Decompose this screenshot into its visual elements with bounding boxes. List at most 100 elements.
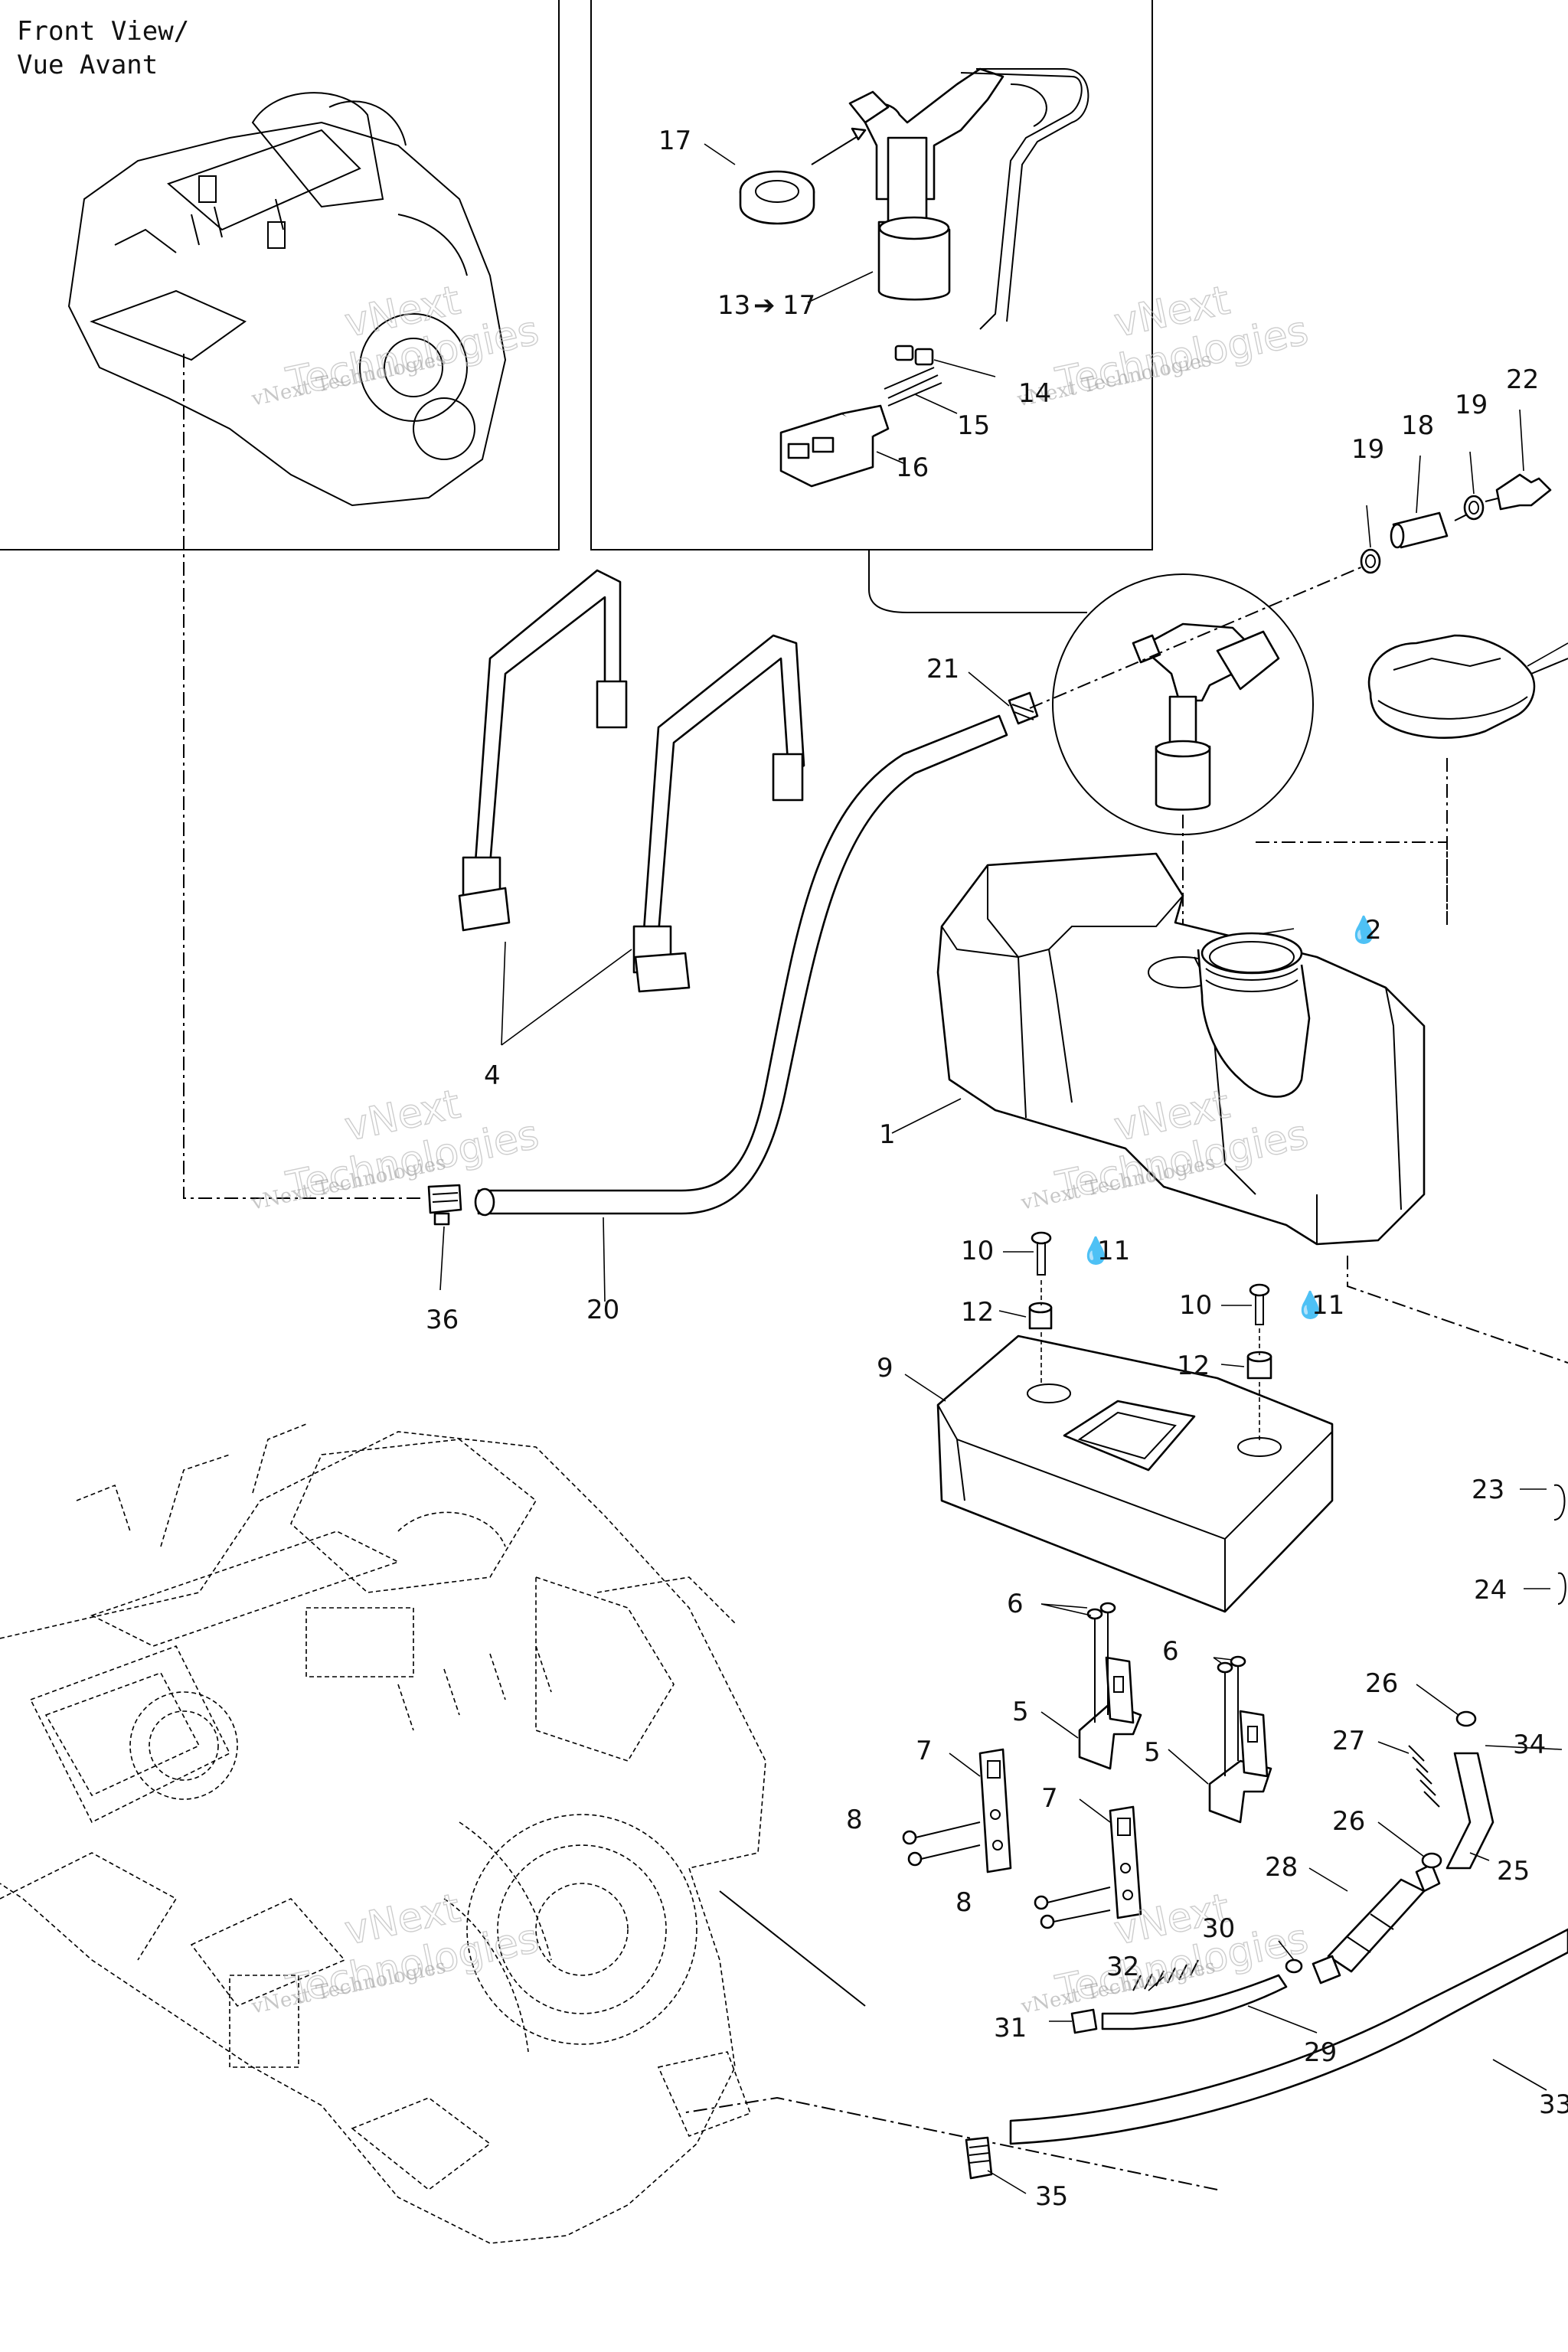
callout-17-top: 17 — [658, 126, 691, 156]
clamp-26-bottom — [1421, 1852, 1442, 1869]
watermark-1: vNext Technologies vNext Technologies — [249, 277, 543, 411]
bracket-5-right — [1208, 1710, 1272, 1824]
callout-30: 30 — [1202, 1913, 1235, 1944]
callout-18: 18 — [1401, 410, 1434, 441]
plate-7-left — [978, 1748, 1012, 1873]
callout-19-left: 19 — [1351, 434, 1384, 465]
callout-2: 2 — [1365, 915, 1382, 946]
tank-strap-right — [632, 634, 805, 993]
bolts-8-right — [1034, 1886, 1111, 1929]
callout-14: 14 — [1018, 378, 1051, 409]
callout-6-right: 6 — [1162, 1636, 1179, 1667]
callout-12-left: 12 — [961, 1297, 994, 1328]
bolts-6-right — [1217, 1655, 1246, 1776]
fuel-filter-28 — [1312, 1863, 1441, 1984]
callout-4: 4 — [484, 1060, 501, 1091]
fuel-vent-hose — [474, 714, 1008, 1217]
bolts-6-left — [1086, 1602, 1116, 1723]
clamp-36 — [427, 1184, 462, 1226]
harness-connector — [779, 404, 890, 488]
callout-8-right: 8 — [956, 1887, 972, 1918]
callout-25: 25 — [1497, 1856, 1530, 1886]
terminal-set — [884, 345, 942, 407]
watermark-5: vNext Technologies vNext Technologies — [249, 1885, 543, 2019]
bracket-5-left — [1078, 1656, 1142, 1770]
callout-16: 16 — [896, 452, 929, 483]
callout-11-right: 11 — [1312, 1290, 1344, 1321]
callout-10-left: 10 — [961, 1236, 994, 1266]
callout-labels: 17 13 ➔ 17 14 15 16 19 18 19 22 21 1 💧 2… — [426, 126, 1568, 2212]
hose-33 — [1009, 1928, 1568, 2145]
sender-detail-circle — [1052, 573, 1314, 835]
screw-10-right — [1249, 1283, 1270, 1325]
callout-35: 35 — [1035, 2181, 1068, 2212]
front-view-title-line1: Front View/ — [17, 16, 189, 47]
callout-22: 22 — [1506, 364, 1539, 395]
lubricant-drop-icon-11-right: 💧 — [1294, 1290, 1326, 1321]
callout-7-left: 7 — [916, 1736, 933, 1766]
spacer-12-left — [1028, 1302, 1053, 1330]
callout-1: 1 — [879, 1119, 896, 1150]
callout-36: 36 — [426, 1305, 459, 1335]
front-view-inset: Front View/ Vue Avant — [0, 0, 560, 550]
front-view-title-line2: Vue Avant — [17, 50, 158, 80]
fuel-tank — [936, 852, 1426, 1246]
lubricant-drop-icon: 💧 — [1348, 915, 1380, 946]
front-view-engine-sketch — [67, 92, 507, 507]
engine-assembly — [0, 1423, 766, 2244]
lubricant-drop-icon-11-left: 💧 — [1080, 1236, 1112, 1266]
clamp-26-top — [1455, 1710, 1477, 1727]
spacer-12-right — [1246, 1351, 1272, 1380]
clamp-19-left — [1360, 548, 1381, 574]
plate-7-right — [1109, 1805, 1142, 1919]
callout-21: 21 — [926, 654, 959, 684]
watermark-6: vNext Technologies vNext Technologies — [1018, 1885, 1312, 2019]
callout-10-right: 10 — [1179, 1290, 1212, 1321]
check-valve-22 — [1495, 473, 1552, 511]
callout-17-range: 17 — [782, 290, 815, 321]
clamp-35 — [965, 2136, 993, 2180]
callout-13: 13 — [717, 290, 750, 321]
spring-32 — [1132, 1959, 1199, 1991]
callout-32: 32 — [1106, 1952, 1139, 1982]
callout-5-left: 5 — [1012, 1697, 1029, 1727]
vent-filter-18 — [1390, 511, 1449, 549]
callout-34: 34 — [1513, 1730, 1546, 1760]
tank-strap-left — [458, 569, 628, 932]
callout-33: 33 — [1539, 2089, 1568, 2120]
hose-25 — [1446, 1752, 1494, 1870]
tank-support-base — [936, 1334, 1334, 1613]
callout-26-bottom: 26 — [1332, 1806, 1365, 1837]
callout-31: 31 — [994, 2013, 1027, 2043]
screw-10-left — [1031, 1231, 1052, 1276]
callout-27: 27 — [1332, 1726, 1365, 1756]
callout-arrow-icon: ➔ — [753, 290, 776, 321]
clamp-19-right — [1463, 495, 1485, 521]
fuel-cap — [1367, 634, 1568, 739]
hose-29 — [1101, 1974, 1288, 2030]
callout-26-top: 26 — [1365, 1668, 1398, 1699]
callout-6-left: 6 — [1007, 1589, 1024, 1619]
fitting-24 — [1557, 1572, 1566, 1605]
spring-27 — [1408, 1745, 1440, 1808]
fitting-23 — [1553, 1484, 1566, 1521]
callout-9: 9 — [877, 1353, 893, 1383]
callout-28: 28 — [1265, 1852, 1298, 1883]
callout-20: 20 — [586, 1295, 619, 1325]
leader-lines — [439, 143, 1568, 2194]
routing-lines — [183, 354, 1568, 2190]
sender-detail-inset — [590, 0, 1153, 550]
callout-24: 24 — [1474, 1575, 1507, 1606]
callout-29: 29 — [1304, 2037, 1337, 2068]
fuel-sender-unit — [848, 67, 1089, 330]
clamp-21 — [1008, 691, 1039, 725]
callout-8-left: 8 — [846, 1805, 863, 1835]
clamp-31 — [1070, 2008, 1098, 2034]
callout-19-right: 19 — [1455, 390, 1488, 420]
callout-15: 15 — [957, 410, 990, 441]
callout-23: 23 — [1472, 1475, 1504, 1505]
seal-ring — [739, 127, 867, 225]
callout-11-left: 11 — [1097, 1236, 1130, 1266]
callout-12-right: 12 — [1177, 1351, 1210, 1381]
